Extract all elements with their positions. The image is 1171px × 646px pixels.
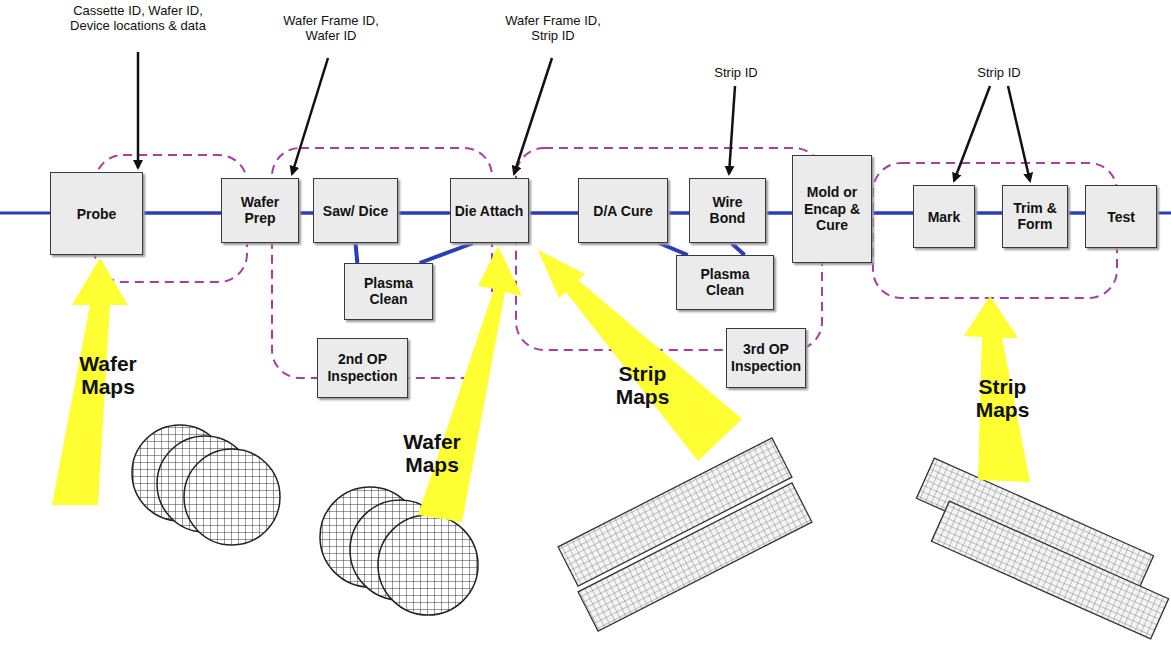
process-box: Test [1085,185,1157,248]
box-label: Saw/ Dice [323,203,388,220]
process-box: D/A Cure [578,178,668,243]
connector-line [872,212,913,215]
process-box: Saw/ Dice [313,178,398,243]
process-connector [975,213,1002,214]
box-label: Mark [928,209,961,226]
group-outlines [95,148,1117,378]
flow-label: Strip Maps [595,362,690,408]
flow-label: Wafer Maps [382,430,482,476]
connector-line [975,212,1002,215]
box-label: Mold or Encap & Cure [797,184,867,234]
process-connector [529,213,579,214]
box-label: Test [1107,209,1135,226]
annotation: Wafer Frame ID, Strip ID [497,14,609,44]
box-label: Die Attach [455,203,524,220]
box-label: D/A Cure [593,203,652,220]
box-label: Wire Bond [694,194,761,228]
process-connector [420,243,474,263]
annotation: Cassette ID, Wafer ID, Device locations … [62,4,214,34]
annotation: Strip ID [963,66,1035,81]
process-connector [766,213,792,214]
box-label: Plasma Clean [681,266,769,300]
flow-label: Wafer Maps [58,352,158,398]
connector-line [731,243,744,255]
process-box: Trim & Form [1002,185,1068,248]
process-connector [668,213,689,214]
process-box: Probe [50,172,143,255]
yellow-arrows [52,246,1030,522]
process-box: Plasma Clean [344,263,433,320]
connector-line [659,243,688,255]
inspection-box: 3rd OP Inspection [726,328,806,388]
connector-line [299,212,313,215]
process-box: Wire Bond [689,178,766,243]
connector-line [529,212,579,215]
flow-label: Strip Maps [955,375,1050,421]
connector-line [766,212,792,215]
connector-line [143,212,221,215]
annotation: Strip ID [700,66,772,81]
connector-line [1068,212,1085,215]
leader-arrows [138,52,1030,181]
process-connector [356,243,358,263]
box-label: Plasma Clean [349,275,428,309]
process-connector [299,213,313,214]
process-connector [143,213,221,214]
box-label: Trim & Form [1007,200,1063,234]
process-box: Wafer Prep [221,178,299,243]
box-label: Probe [77,206,117,223]
wafer-stack [132,425,280,545]
inspection-box: 2nd OP Inspection [317,338,408,398]
process-box: Die Attach [450,178,529,243]
process-box: Plasma Clean [676,255,774,310]
process-box: Mold or Encap & Cure [792,155,872,263]
connector-line [398,212,450,215]
process-connector [872,213,913,214]
connector-line [668,212,689,215]
process-connector [731,243,744,255]
box-label: Wafer Prep [226,194,294,228]
process-box: Mark [913,185,975,248]
box-label: 2nd OP Inspection [322,351,403,385]
annotation: Wafer Frame ID, Wafer ID [275,14,387,44]
strip-stack [558,438,812,631]
box-label: 3rd OP Inspection [731,341,801,375]
strip-stack [916,458,1168,639]
process-connector [659,243,688,255]
connector-line [420,243,474,263]
process-connector [1068,213,1085,214]
connector-line [356,243,358,263]
process-connector [398,213,450,214]
